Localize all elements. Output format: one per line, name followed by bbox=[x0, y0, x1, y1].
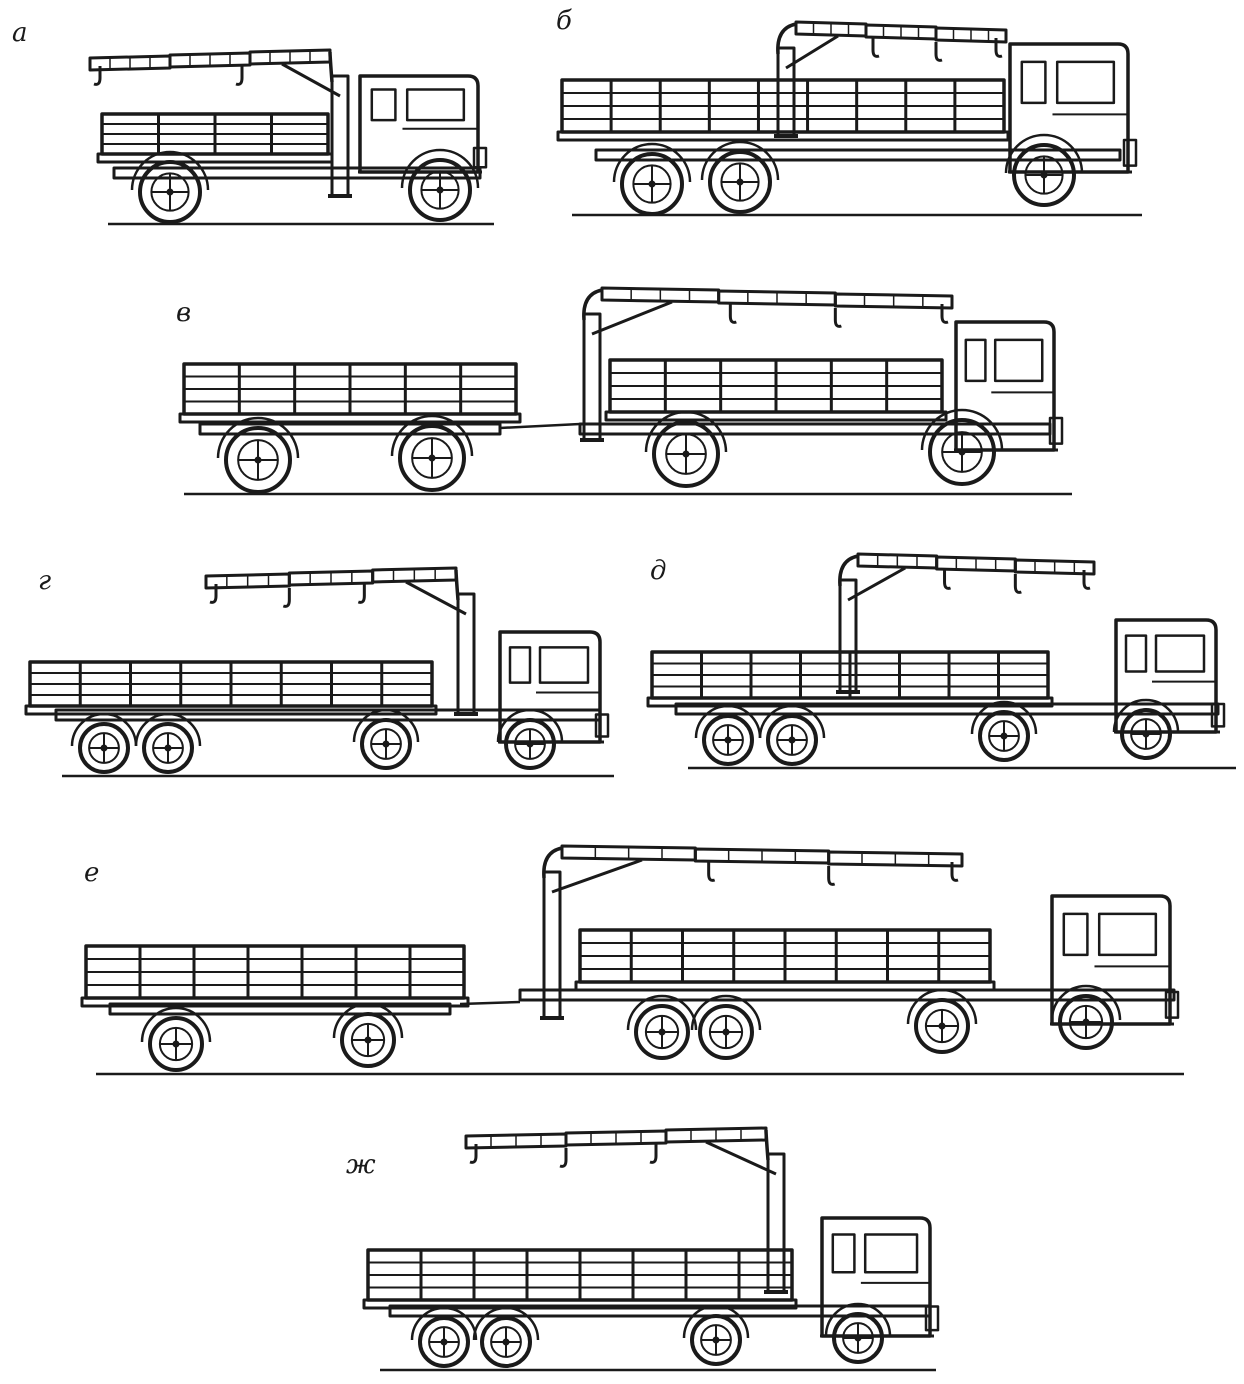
panel-label-d: д bbox=[650, 556, 667, 586]
crane bbox=[580, 286, 954, 442]
cargo-platform bbox=[604, 358, 948, 422]
truck-cab bbox=[1008, 42, 1138, 174]
wheel bbox=[700, 140, 780, 214]
panel-v bbox=[178, 286, 1072, 496]
crane bbox=[464, 1126, 788, 1294]
panel-label-zh: ж bbox=[346, 1150, 376, 1180]
chassis-frame bbox=[674, 702, 1220, 716]
panel-label-b: б bbox=[556, 6, 572, 36]
panel-b bbox=[556, 20, 1142, 217]
wheel bbox=[472, 1306, 540, 1368]
wheel bbox=[1112, 698, 1180, 760]
wheel bbox=[400, 148, 480, 222]
truck-cab bbox=[358, 74, 488, 174]
cargo-platform bbox=[556, 78, 1010, 142]
cargo-platform bbox=[574, 928, 996, 992]
truck-cab bbox=[820, 1216, 940, 1338]
wheel bbox=[496, 708, 564, 770]
wheel bbox=[694, 704, 762, 766]
wheel bbox=[140, 1006, 212, 1072]
wheel bbox=[626, 994, 698, 1060]
cargo-platform bbox=[646, 650, 1054, 708]
wheel bbox=[920, 408, 1004, 486]
panel-d bbox=[646, 552, 1236, 770]
wheel bbox=[612, 142, 692, 216]
cargo-platform bbox=[96, 112, 334, 164]
wheel bbox=[216, 416, 300, 494]
wheel bbox=[332, 1002, 404, 1068]
truck-cab bbox=[954, 320, 1064, 452]
wheel bbox=[824, 1302, 892, 1364]
panel-label-a: а bbox=[12, 18, 28, 48]
wheel bbox=[352, 708, 420, 770]
panel-zh bbox=[362, 1126, 940, 1372]
crane bbox=[774, 20, 1008, 138]
wheel bbox=[970, 700, 1038, 762]
crane bbox=[204, 566, 478, 716]
wheel bbox=[410, 1306, 478, 1368]
cargo-platform bbox=[24, 660, 438, 716]
cargo-platform bbox=[80, 944, 470, 1008]
panel-label-e: е bbox=[84, 858, 100, 888]
chassis-frame bbox=[198, 422, 502, 436]
panel-label-g: г bbox=[38, 566, 52, 596]
cargo-platform bbox=[362, 1248, 798, 1310]
cargo-platform bbox=[178, 362, 522, 424]
wheel bbox=[1004, 133, 1084, 207]
wheel bbox=[906, 988, 978, 1054]
crane bbox=[540, 844, 964, 1020]
wheel bbox=[682, 1304, 750, 1366]
wheel bbox=[690, 994, 762, 1060]
panel-label-v: в bbox=[176, 298, 192, 328]
panel-g bbox=[24, 566, 614, 778]
panel-e bbox=[80, 844, 1184, 1076]
wheel bbox=[758, 704, 826, 766]
chassis-frame bbox=[108, 1002, 452, 1016]
panel-a bbox=[88, 48, 494, 226]
wheel bbox=[134, 712, 202, 774]
wheel bbox=[644, 410, 728, 488]
crane bbox=[88, 48, 352, 198]
chassis-frame bbox=[518, 988, 1176, 1002]
crane bbox=[836, 552, 1096, 694]
wheel bbox=[1050, 984, 1122, 1050]
wheel bbox=[390, 414, 474, 492]
chassis-frame bbox=[594, 148, 1122, 162]
wheel bbox=[70, 712, 138, 774]
wheel bbox=[130, 150, 210, 224]
